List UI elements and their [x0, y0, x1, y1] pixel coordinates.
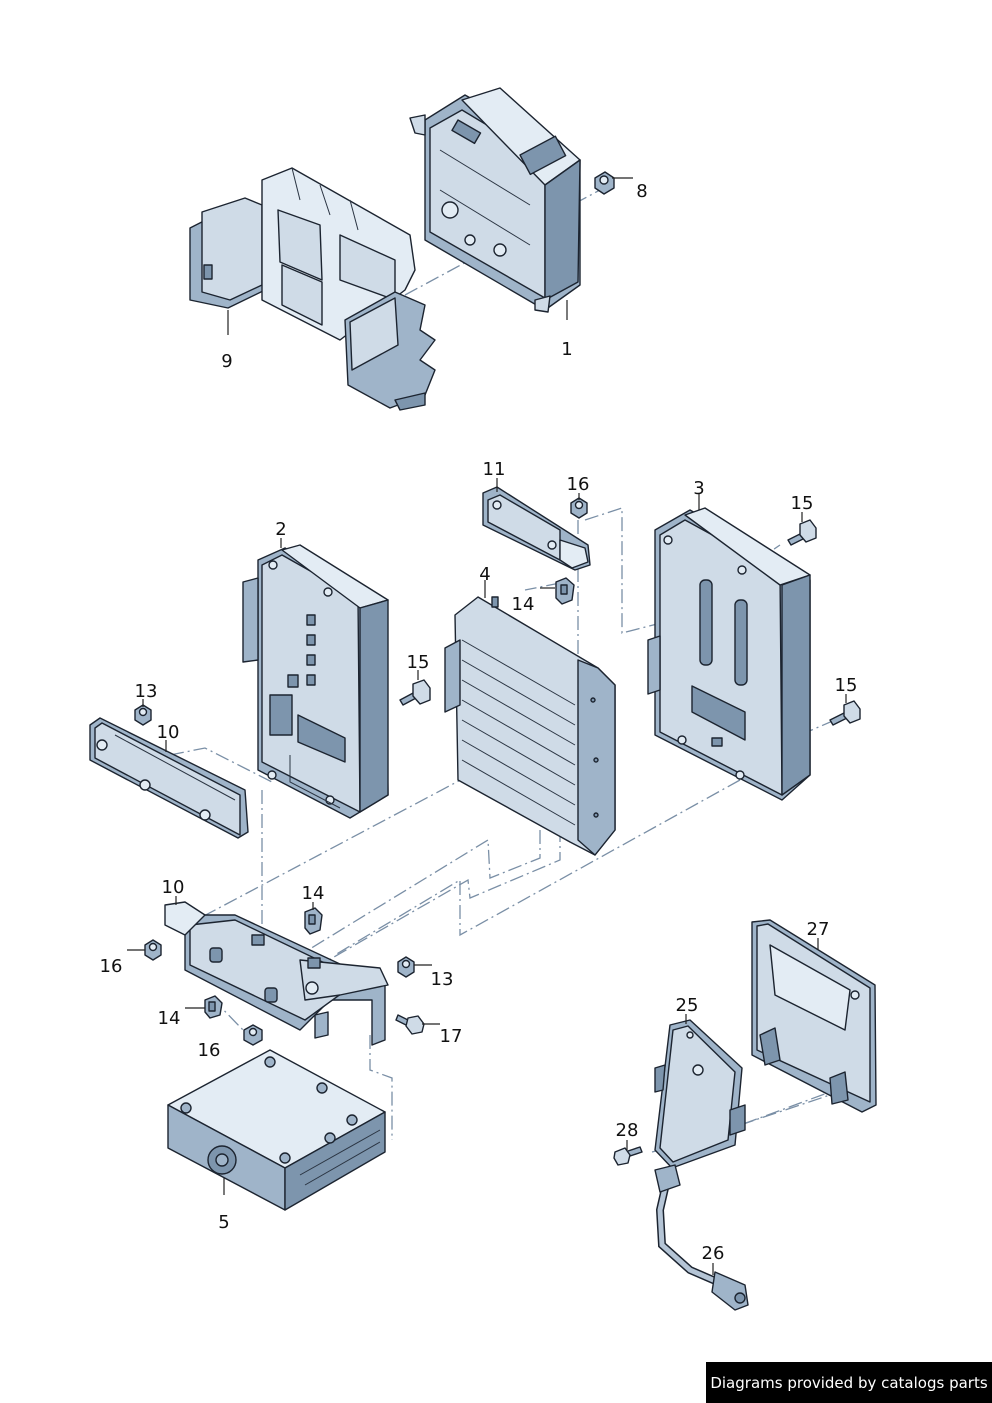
antenna-module-part-25 — [654, 1019, 746, 1169]
nut-part-16-top — [570, 497, 588, 519]
callout-3: 3 — [693, 478, 704, 499]
callout-8: 8 — [636, 181, 647, 202]
callout-5: 5 — [218, 1212, 229, 1233]
callout-13-upper: 13 — [135, 681, 158, 702]
bolt-part-15-right — [829, 700, 861, 726]
nut-part-13-upper — [134, 704, 152, 726]
bracket-carrier-part-9 — [189, 167, 436, 411]
nut-part-16-left — [144, 939, 162, 961]
callout-9: 9 — [221, 351, 232, 372]
cable-part-26 — [654, 1164, 749, 1311]
callout-17: 17 — [440, 1026, 463, 1047]
clip-nut-part-14-mid — [304, 907, 323, 935]
attribution-banner: Diagrams provided by catalogs parts — [706, 1362, 992, 1403]
callout-27: 27 — [807, 919, 830, 940]
clip-nut-part-14-lower — [204, 995, 223, 1019]
clip-nut-part-14-top — [555, 577, 575, 605]
bolt-part-28 — [613, 1146, 643, 1166]
attribution-text: Diagrams provided by catalogs parts — [710, 1373, 988, 1392]
callout-4: 4 — [479, 564, 490, 585]
leader-lines — [127, 177, 847, 1275]
callout-10-upper: 10 — [157, 722, 180, 743]
nut-part-8 — [594, 171, 615, 195]
callout-15-right: 15 — [835, 675, 858, 696]
callout-2: 2 — [275, 519, 286, 540]
callout-28: 28 — [616, 1120, 639, 1141]
callout-11: 11 — [483, 459, 506, 480]
callout-15-left: 15 — [407, 652, 430, 673]
callout-16-top: 16 — [567, 474, 590, 495]
callout-10-lower: 10 — [162, 877, 185, 898]
bolt-part-15-left — [399, 679, 431, 706]
callout-14-lower: 14 — [158, 1008, 181, 1029]
control-unit-part-2 — [242, 544, 389, 819]
callout-16-left: 16 — [100, 956, 123, 977]
callout-13-lower: 13 — [431, 969, 454, 990]
trim-frame-part-27 — [751, 919, 877, 1113]
nut-part-16-lower — [243, 1024, 263, 1046]
control-unit-part-1 — [409, 87, 581, 313]
bolt-part-15-right-top — [787, 519, 817, 546]
callout-15-top: 15 — [791, 493, 814, 514]
callout-labels: 1 8 9 11 16 3 15 2 4 14 15 15 13 10 10 1… — [100, 181, 858, 1264]
amplifier-part-4 — [444, 596, 616, 856]
callout-14-mid: 14 — [302, 883, 325, 904]
nut-part-13-lower — [397, 956, 415, 978]
bolt-part-17 — [395, 1014, 425, 1035]
mount-rail-part-10-upper — [89, 717, 249, 839]
holder-plate-part-11 — [482, 486, 591, 571]
receiver-box-part-5 — [167, 1049, 386, 1211]
mount-bracket-part-10-lower — [164, 901, 389, 1046]
callout-1: 1 — [561, 339, 572, 360]
callout-14-top: 14 — [512, 594, 535, 615]
callout-25: 25 — [676, 995, 699, 1016]
control-unit-part-3 — [647, 507, 811, 801]
callout-26: 26 — [702, 1243, 725, 1264]
callout-16-lower: 16 — [198, 1040, 221, 1061]
